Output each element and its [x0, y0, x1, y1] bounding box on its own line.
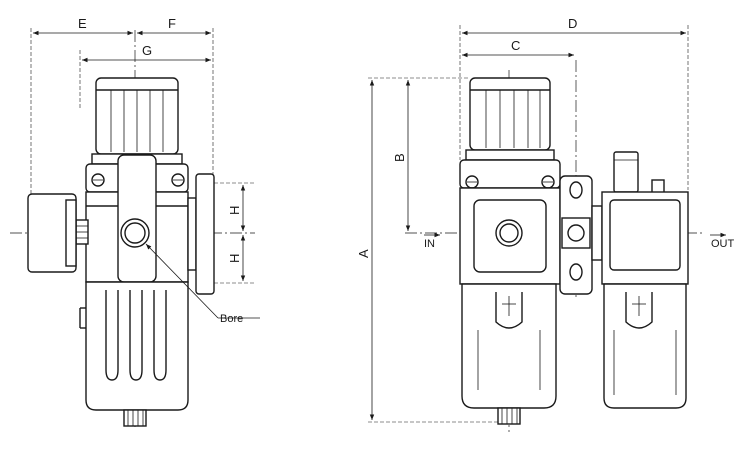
- dimension-h-lower-label: H: [227, 254, 242, 263]
- filter-regulator-bonnet: [459, 149, 561, 189]
- filter-regulator-body-side: [459, 187, 561, 285]
- dimension-c-label: C: [511, 38, 520, 53]
- filter-drain-side: [497, 407, 521, 425]
- mounting-bracket: [187, 173, 215, 295]
- dimension-f-label: F: [168, 16, 176, 31]
- port-bore: [120, 218, 150, 248]
- dimension-b-label: B: [392, 153, 407, 162]
- lubricator: [601, 151, 689, 409]
- dimension-a-label: A: [356, 249, 371, 258]
- dimension-d-label: D: [568, 16, 577, 31]
- bore-leader-line: [145, 243, 219, 319]
- filter-bowl-side: [461, 283, 557, 409]
- left-view: E F G: [10, 16, 260, 430]
- filter-regulator-knob: [469, 77, 551, 151]
- regulator-knob: [95, 77, 179, 155]
- dimension-e-label: E: [78, 16, 87, 31]
- pressure-gauge: [27, 193, 89, 273]
- inlet-label: IN: [424, 238, 435, 250]
- drain-valve: [123, 409, 147, 427]
- filter-bowl: [79, 281, 189, 411]
- dimension-g-label: G: [142, 43, 152, 58]
- bore-callout-label: Bore: [220, 313, 243, 325]
- dimension-h-upper-label: H: [227, 206, 242, 215]
- right-view: D C A B: [356, 16, 735, 432]
- outlet-label: OUT: [711, 238, 735, 250]
- modular-connector-bracket: [559, 175, 603, 295]
